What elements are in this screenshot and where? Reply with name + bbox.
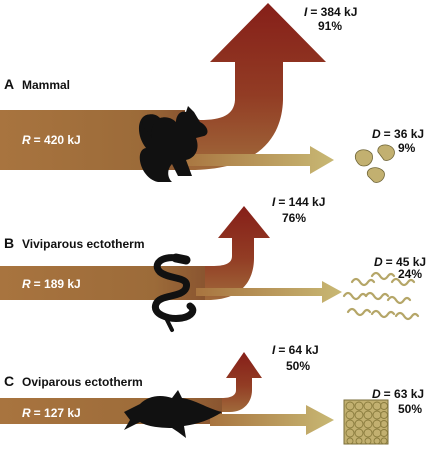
direct-arrow-b <box>196 281 342 303</box>
panel-c <box>0 352 389 445</box>
panel-b-i-label: I= 144 kJ <box>272 195 325 209</box>
indirect-arrow-a <box>176 3 326 170</box>
input-band-b <box>0 266 205 300</box>
panel-a-d-label: D= 36 kJ <box>372 127 424 141</box>
panel-a-letter: A <box>4 76 14 92</box>
panel-c-i-label: I= 64 kJ <box>272 343 319 357</box>
panel-b-r-label: R= 189 kJ <box>22 277 81 291</box>
panel-c-letter: C <box>4 373 14 389</box>
panel-c-d-pct: 50% <box>398 402 422 416</box>
panel-c-d-label: D= 63 kJ <box>372 387 424 401</box>
input-band-a <box>0 110 185 170</box>
panel-a-title: Mammal <box>22 78 70 92</box>
panel-a-r-label: R= 420 kJ <box>22 133 81 147</box>
panel-a-d-pct: 9% <box>398 141 416 155</box>
panel-b-title: Viviparous ectotherm <box>22 237 144 251</box>
panel-c-r-label: R= 127 kJ <box>22 406 81 420</box>
panel-a <box>0 3 395 183</box>
squirrel-silhouette-icon <box>138 106 208 182</box>
panel-a-i-pct: 91% <box>318 19 342 33</box>
panel-b-d-label: D= 45 kJ <box>374 255 426 269</box>
fish-silhouette-icon <box>124 390 222 438</box>
panel-b-i-pct: 76% <box>282 211 306 225</box>
direct-arrow-a <box>180 146 334 174</box>
panel-b-letter: B <box>4 235 14 251</box>
snake-silhouette-icon <box>151 253 197 332</box>
egg-mass-icon <box>343 399 389 445</box>
neonate-pups-icon <box>354 144 395 183</box>
panel-c-title: Oviparous ectotherm <box>22 375 143 389</box>
panel-c-i-pct: 50% <box>286 359 310 373</box>
panel-b-d-pct: 24% <box>398 267 422 281</box>
indirect-arrow-b <box>195 206 270 300</box>
indirect-arrow-c <box>212 352 262 412</box>
panel-a-i-label: I= 384 kJ <box>304 5 357 19</box>
neonate-snakes-icon <box>342 271 420 321</box>
direct-arrow-c <box>210 405 334 435</box>
panel-b <box>0 206 420 332</box>
